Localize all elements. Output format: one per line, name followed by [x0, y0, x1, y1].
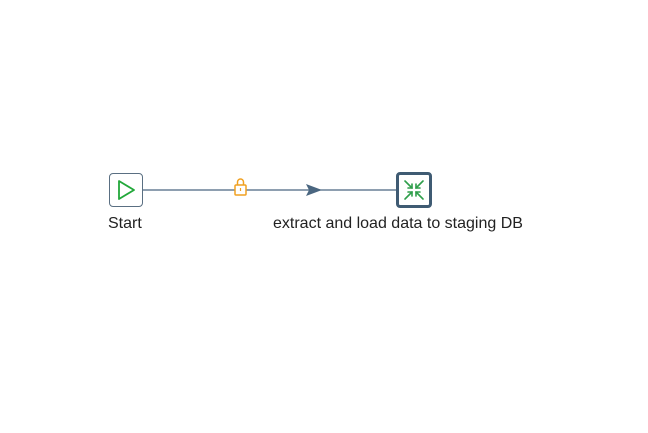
start-entry[interactable]: [109, 173, 143, 207]
collapse-arrows-icon: [404, 180, 424, 200]
extract-job-entry[interactable]: [396, 172, 432, 208]
extract-job-entry-label: extract and load data to staging DB: [273, 215, 523, 232]
unconditional-lock-icon[interactable]: [234, 178, 247, 196]
hop-arrowhead-icon: [306, 184, 322, 196]
start-entry-label: Start: [108, 215, 142, 232]
play-triangle-icon: [118, 180, 135, 200]
